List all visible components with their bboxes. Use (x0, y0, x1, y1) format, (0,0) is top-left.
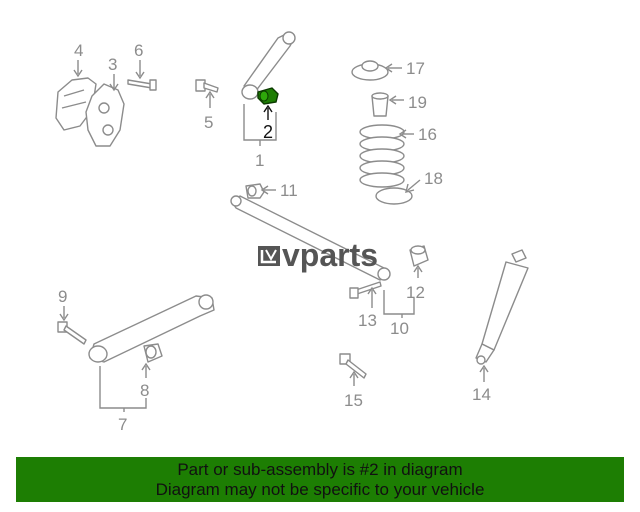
callout-11[interactable]: 11 (280, 181, 298, 200)
callout-2[interactable]: 2 (263, 122, 273, 142)
part-8-bushing[interactable] (143, 343, 163, 363)
part-9-bolt[interactable] (57, 321, 87, 345)
leader-lines (59, 60, 489, 412)
part-7-lower-arm[interactable] (88, 294, 215, 363)
part-14-shock-absorber[interactable] (475, 249, 529, 365)
callout-1[interactable]: 1 (255, 151, 264, 170)
part-13-bolt[interactable] (349, 281, 382, 299)
callout-5[interactable]: 5 (204, 113, 213, 132)
part-1-upper-arm[interactable] (241, 31, 296, 100)
part-15-bolt[interactable] (339, 353, 367, 379)
banner-line-1: Part or sub-assembly is #2 in diagram (177, 460, 463, 479)
callout-3[interactable]: 3 (108, 55, 117, 74)
part-17-spring-seat[interactable] (351, 60, 389, 81)
watermark-logo: vparts (258, 237, 378, 273)
part-18-insulator[interactable] (375, 187, 413, 205)
part-12-bushing[interactable] (409, 245, 429, 267)
callout-14[interactable]: 14 (472, 385, 491, 404)
callout-8[interactable]: 8 (140, 381, 149, 400)
callout-15[interactable]: 15 (344, 391, 363, 410)
callout-13[interactable]: 13 (358, 311, 377, 330)
callout-19[interactable]: 19 (408, 93, 427, 112)
callout-17[interactable]: 17 (406, 59, 425, 78)
part-3-carrier[interactable] (85, 83, 125, 147)
lv-logo-icon (258, 246, 280, 266)
part-2-bushing[interactable] (257, 87, 279, 105)
callout-16[interactable]: 16 (418, 125, 437, 144)
callout-6[interactable]: 6 (134, 41, 143, 60)
part-6-bolt[interactable] (127, 79, 157, 91)
callout-12[interactable]: 12 (406, 283, 425, 302)
callout-7[interactable]: 7 (118, 415, 127, 434)
callout-4[interactable]: 4 (74, 41, 83, 60)
part-16-coil-spring[interactable] (359, 124, 405, 188)
parts-diagram: 4 3 6 5 1 2 17 19 16 18 11 12 13 10 14 9… (55, 31, 529, 434)
part-10-lateral-link[interactable] (230, 195, 391, 281)
banner-line-2: Diagram may not be specific to your vehi… (155, 480, 485, 499)
watermark-text: vparts (282, 237, 378, 273)
callout-18[interactable]: 18 (424, 169, 443, 188)
info-banner: Part or sub-assembly is #2 in diagram Di… (16, 457, 624, 502)
part-11-bushing[interactable] (245, 183, 265, 199)
part-5-bolt[interactable] (195, 79, 219, 93)
callout-labels: 4 3 6 5 1 2 17 19 16 18 11 12 13 10 14 9… (58, 41, 491, 434)
callout-10[interactable]: 10 (390, 319, 409, 338)
callout-9[interactable]: 9 (58, 287, 67, 306)
part-19-bump-stop[interactable] (371, 92, 389, 117)
